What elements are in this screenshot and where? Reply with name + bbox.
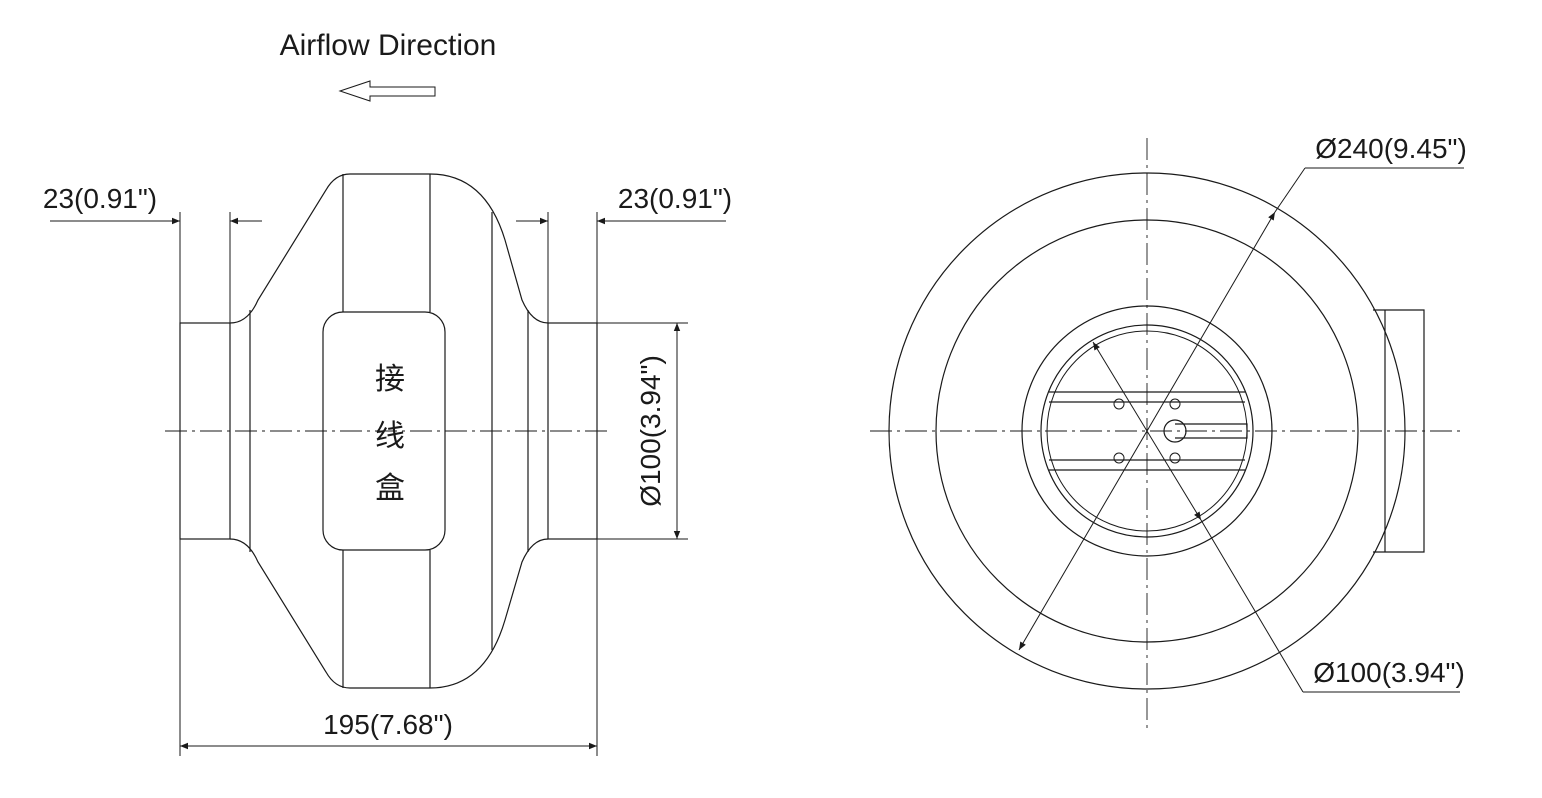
dim-inlet-right: 23(0.91") — [516, 183, 732, 323]
junction-box — [322, 311, 446, 551]
dim-total-length-label: 195(7.68") — [323, 709, 453, 740]
airflow-indicator: Airflow Direction — [280, 29, 497, 102]
left-duct-collar — [179, 322, 231, 540]
screw-hole-icon — [1113, 398, 1125, 410]
airflow-arrow-icon — [338, 80, 436, 102]
dim-duct-diameter: Ø100(3.94") — [597, 322, 688, 540]
junction-box-char-3: 盒 — [375, 472, 405, 505]
right-duct-collar — [547, 322, 598, 540]
dim-inner-diameter: Ø100(3.94") — [1092, 341, 1465, 693]
screw-hole-icon — [1113, 452, 1125, 464]
front-view: Ø240(9.45") Ø100(3.94") — [870, 133, 1467, 728]
dim-duct-diameter-label: Ø100(3.94") — [635, 355, 666, 507]
terminal-box — [1373, 309, 1425, 553]
junction-box-char-2: 线 — [375, 420, 405, 453]
dim-inlet-right-label: 23(0.91") — [618, 183, 732, 214]
junction-box-char-1: 接 — [375, 363, 405, 396]
dim-inlet-left-label: 23(0.91") — [43, 183, 157, 214]
airflow-label: Airflow Direction — [280, 29, 497, 62]
dim-total-length: 195(7.68") — [179, 539, 598, 756]
outer-housing-circle — [888, 172, 1406, 690]
dim-inner-diameter-label: Ø100(3.94") — [1313, 657, 1465, 688]
dim-outer-diameter-label: Ø240(9.45") — [1315, 133, 1467, 164]
side-view: 接 线 盒 23(0.91") 23(0.91") 195(7.68") — [43, 173, 732, 756]
screw-hole-icon — [1169, 452, 1181, 464]
screw-hole-icon — [1169, 398, 1181, 410]
dim-inlet-left: 23(0.91") — [43, 183, 262, 323]
